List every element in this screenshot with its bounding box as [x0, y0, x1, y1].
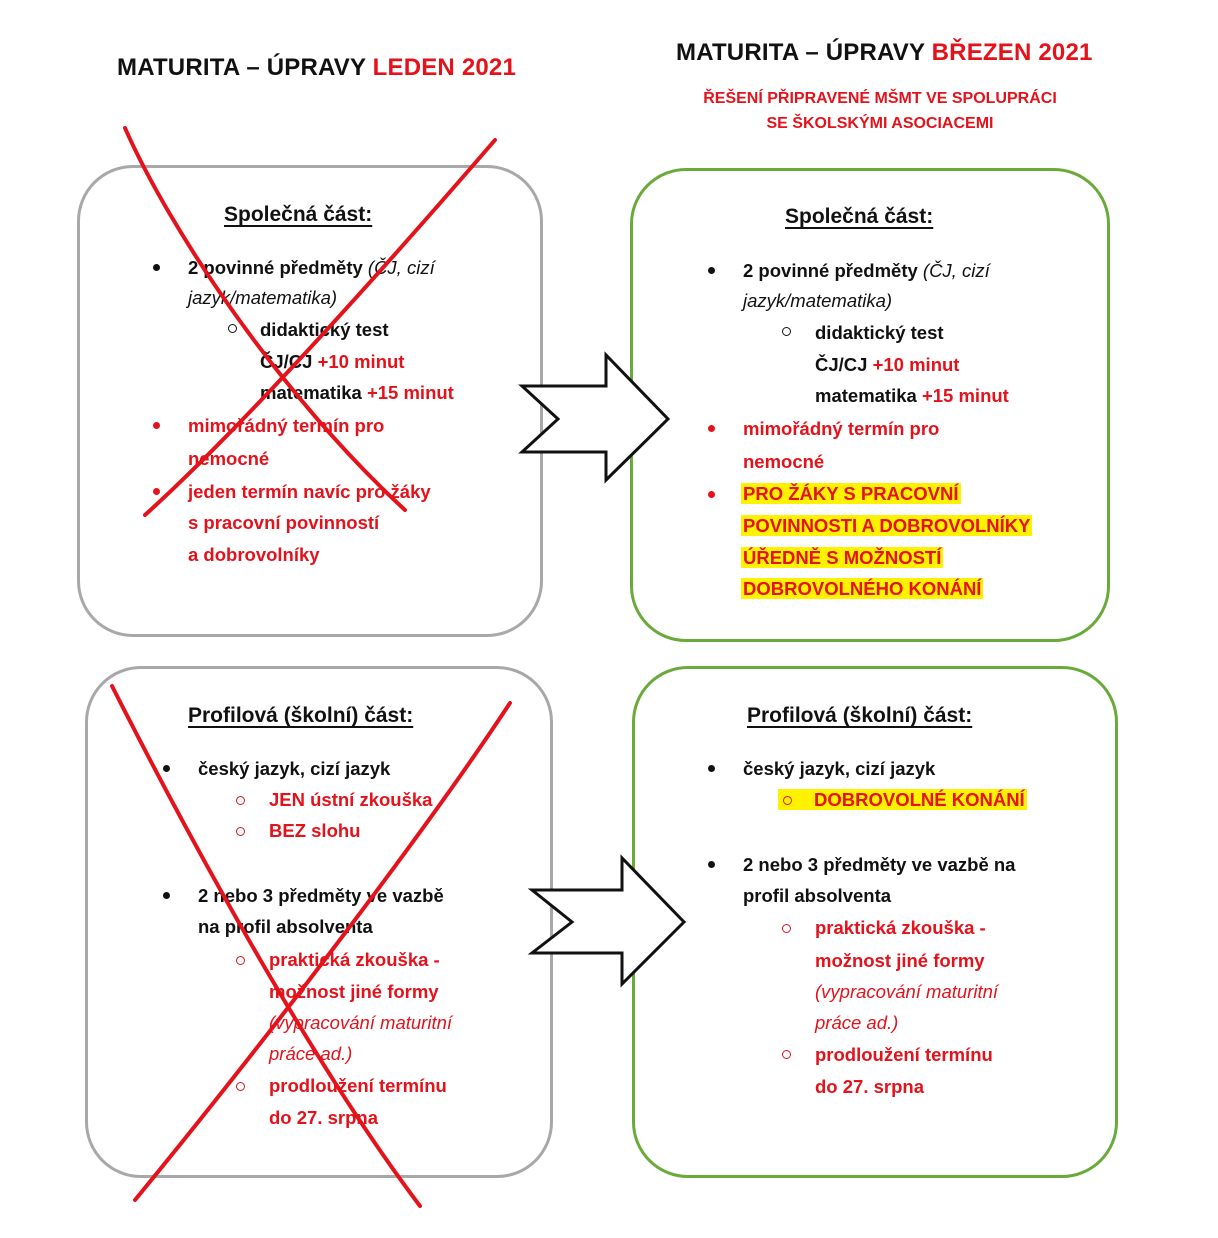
highlight-text: ÚŘEDNĚ S MOŽNOSTÍ: [741, 547, 944, 568]
right-subtitle-line1: ŘEŠENÍ PŘIPRAVENÉ MŠMT VE SPOLUPRÁCI: [703, 90, 1057, 107]
bullet: [163, 765, 170, 772]
january-oral-only: JEN ústní zkouška: [269, 789, 433, 810]
subjects-label: 2 povinné předměty: [188, 257, 363, 278]
math-extra-time: +15 minut: [366, 382, 454, 403]
bullet: [708, 861, 715, 868]
highlight-text: PRO ŽÁKY S PRACOVNÍ: [741, 483, 961, 504]
right-subtitle-line2: SE ŠKOLSKÝMI ASOCIACEMI: [766, 115, 994, 132]
highlight-text: DOBROVOLNÉHO KONÁNÍ: [741, 578, 984, 599]
subjects-detail: (ČJ, cizí: [362, 257, 435, 278]
circle-bullet: [782, 1050, 791, 1059]
subjects-detail-cont: jazyk/matematika): [188, 287, 338, 308]
march-extension: prodloužení termínu: [815, 1044, 993, 1065]
january-worker-term: jeden termín navíc pro žáky: [188, 481, 431, 502]
subjects-detail-cont: jazyk/matematika): [743, 290, 893, 311]
math-label: matematika: [260, 382, 367, 403]
note-text: (vypracování maturitní: [815, 981, 999, 1002]
march-extra-term-cont: nemocné: [743, 451, 825, 472]
march-subjects-cont: profil absolventa: [743, 885, 892, 906]
january-worker-term-cont1: s pracovní povinností: [188, 512, 380, 533]
bullet: [153, 488, 160, 495]
note-text: (vypracování maturitní: [269, 1012, 453, 1033]
january-practical-note: (vypracování maturitní: [269, 1011, 452, 1035]
cj-label: ČJ/CJ: [815, 354, 873, 375]
circle-bullet: [236, 796, 245, 805]
bullet: [153, 264, 160, 271]
march-extension-cont: do 27. srpna: [815, 1076, 924, 1097]
march-profile-box: [632, 666, 1118, 1178]
january-common-subjects-cont: jazyk/matematika): [188, 286, 337, 310]
highlight-text: POVINNOSTI A DOBROVOLNÍKY: [741, 515, 1033, 536]
march-voluntary-3: ÚŘEDNĚ S MOŽNOSTÍ: [741, 546, 944, 570]
circle-bullet: [782, 327, 791, 336]
circle-bullet: [782, 924, 791, 933]
january-math-time: matematika +15 minut: [260, 381, 454, 405]
circle-bullet: [236, 956, 245, 965]
march-cj-time: ČJ/CJ +10 minut: [815, 353, 959, 377]
january-extension-cont: do 27. srpna: [269, 1107, 378, 1128]
voluntary-exam-label: DOBROVOLNÉ KONÁNÍ: [814, 789, 1025, 810]
january-common-subjects: 2 povinné předměty (ČJ, cizí: [188, 256, 435, 280]
circle-bullet: [228, 324, 237, 333]
january-common-heading: Společná část:: [224, 203, 373, 226]
note-text: práce ad.): [815, 1012, 899, 1033]
circle-bullet: [236, 827, 245, 836]
circle-bullet: [783, 796, 792, 805]
march-didactic-test: didaktický test: [815, 322, 944, 343]
cj-extra-time: +10 minut: [317, 351, 405, 372]
january-didactic-test: didaktický test: [260, 319, 389, 340]
right-title-prefix: MATURITA – ÚPRAVY: [676, 39, 932, 66]
bullet: [708, 425, 715, 432]
right-title-date: BŘEZEN 2021: [931, 39, 1093, 66]
march-practical-note-cont: práce ad.): [815, 1011, 898, 1035]
january-no-essay: BEZ slohu: [269, 820, 361, 841]
circle-bullet: [236, 1082, 245, 1091]
march-common-subjects-cont: jazyk/matematika): [743, 289, 892, 313]
left-title-date: LEDEN 2021: [372, 54, 517, 81]
march-practical-exam-cont: možnost jiné formy: [815, 950, 985, 971]
cj-extra-time: +10 minut: [872, 354, 960, 375]
march-voluntary-1: PRO ŽÁKY S PRACOVNÍ: [741, 482, 961, 506]
march-voluntary-4: DOBROVOLNÉHO KONÁNÍ: [741, 577, 984, 601]
january-extension: prodloužení termínu: [269, 1075, 447, 1096]
subjects-label: 2 povinné předměty: [743, 260, 918, 281]
january-cj-time: ČJ/CJ +10 minut: [260, 350, 404, 374]
march-practical-exam: praktická zkouška -: [815, 917, 986, 938]
march-common-subjects: 2 povinné předměty (ČJ, cizí: [743, 259, 990, 283]
january-subjects-cont: na profil absolventa: [198, 916, 373, 937]
right-title: MATURITA – ÚPRAVY BŘEZEN 2021: [676, 39, 1093, 67]
right-subtitle: ŘEŠENÍ PŘIPRAVENÉ MŠMT VE SPOLUPRÁCI SE …: [640, 86, 1120, 136]
january-languages: český jazyk, cizí jazyk: [198, 758, 391, 779]
january-subjects: 2 nebo 3 předměty ve vazbě: [198, 885, 444, 906]
january-profile-heading: Profilová (školní) část:: [188, 704, 414, 727]
january-practical-note-cont: práce ad.): [269, 1042, 352, 1066]
march-languages: český jazyk, cizí jazyk: [743, 758, 936, 779]
january-practical-exam: praktická zkouška -: [269, 949, 440, 970]
january-worker-term-cont2: a dobrovolníky: [188, 544, 320, 565]
bullet: [708, 491, 715, 498]
bullet: [153, 422, 160, 429]
note-text: práce ad.): [269, 1043, 353, 1064]
bullet: [163, 892, 170, 899]
left-title-prefix: MATURITA – ÚPRAVY: [117, 54, 373, 81]
january-practical-exam-cont: možnost jiné formy: [269, 981, 439, 1002]
cj-label: ČJ/CJ: [260, 351, 318, 372]
math-label: matematika: [815, 385, 922, 406]
left-title: MATURITA – ÚPRAVY LEDEN 2021: [117, 54, 516, 82]
march-extra-term: mimořádný termín pro: [743, 418, 940, 439]
january-extra-term-cont: nemocné: [188, 448, 270, 469]
march-voluntary-exam: DOBROVOLNÉ KONÁNÍ: [778, 788, 1027, 812]
highlight-text: DOBROVOLNÉ KONÁNÍ: [778, 789, 1027, 810]
march-practical-note: (vypracování maturitní: [815, 980, 998, 1004]
march-math-time: matematika +15 minut: [815, 384, 1009, 408]
bullet: [708, 267, 715, 274]
math-extra-time: +15 minut: [921, 385, 1009, 406]
subjects-detail: (ČJ, cizí: [917, 260, 990, 281]
march-profile-heading: Profilová (školní) část:: [747, 704, 973, 727]
january-extra-term: mimořádný termín pro: [188, 415, 385, 436]
march-voluntary-2: POVINNOSTI A DOBROVOLNÍKY: [741, 514, 1033, 538]
march-subjects: 2 nebo 3 předměty ve vazbě na: [743, 854, 1016, 875]
bullet: [708, 765, 715, 772]
march-common-heading: Společná část:: [785, 205, 934, 228]
